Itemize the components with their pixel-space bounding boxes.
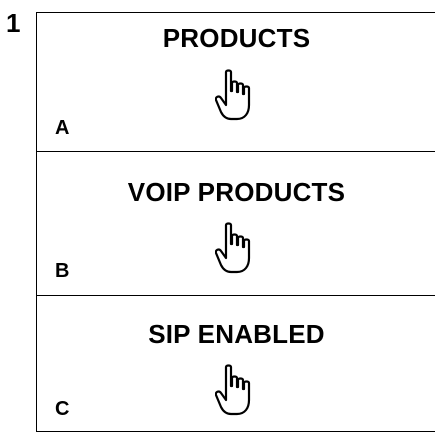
panel-sip-enabled[interactable]: SIP ENABLED C [37, 295, 435, 431]
panel-title[interactable]: VOIP PRODUCTS [127, 177, 346, 207]
panel-products[interactable]: PRODUCTS A [37, 13, 435, 151]
steps-frame: PRODUCTS A VOIP PRODUCTS B SIP ENABLED C [36, 12, 435, 432]
hand-pointer-icon [215, 364, 261, 418]
panel-voip-products[interactable]: VOIP PRODUCTS B [37, 151, 435, 295]
panel-letter: B [55, 260, 70, 282]
panel-title[interactable]: SIP ENABLED [148, 319, 325, 349]
hand-pointer-icon [215, 69, 261, 123]
step-number: 1 [6, 8, 21, 38]
hand-pointer-icon [215, 222, 261, 276]
panel-letter: C [55, 398, 70, 420]
panel-title[interactable]: PRODUCTS [162, 23, 311, 53]
panel-letter: A [55, 117, 70, 139]
